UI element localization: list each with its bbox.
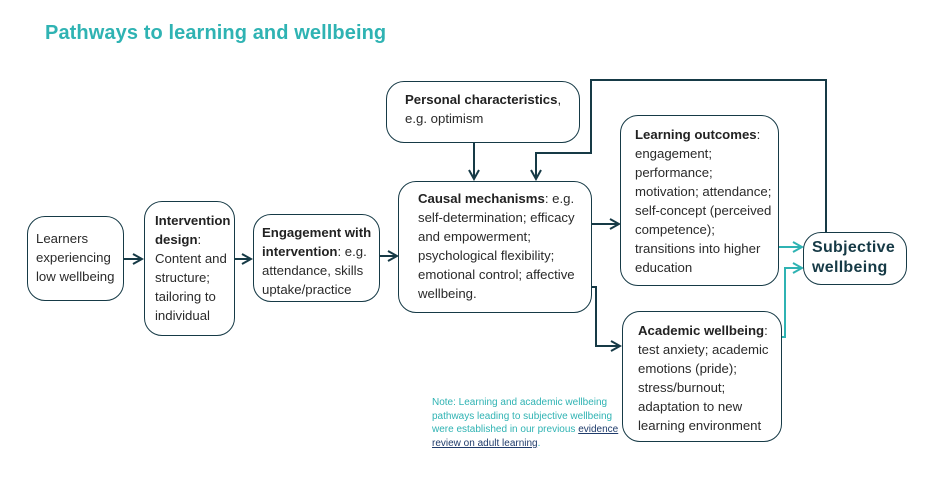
node-personal-title: Personal characteristics	[405, 92, 558, 107]
node-learning-outcomes: Learning outcomes: engagement; performan…	[620, 115, 779, 286]
node-academic-wellbeing: Academic wellbeing: test anxiety; academ…	[622, 311, 782, 442]
evidence-review-link[interactable]: evidence review on adult learning	[432, 424, 619, 449]
node-causal-mechanisms: Causal mechanisms: e.g. self-determinati…	[398, 181, 592, 313]
node-subjective-wellbeing: Subjective wellbeing	[803, 232, 907, 285]
footnote: Note: Learning and academic wellbeing pa…	[432, 396, 622, 450]
node-learners-text: Learners experiencing low wellbeing	[36, 231, 115, 284]
arrow-feedback-loop	[536, 79, 827, 232]
node-intervention-title: Intervention design	[155, 213, 231, 247]
node-engagement-title: Engagement with intervention	[262, 225, 372, 259]
footnote-text: Note: Learning and academic wellbeing pa…	[432, 397, 613, 435]
node-subjective-text: Subjective wellbeing	[812, 239, 896, 276]
node-engagement-text: : e.g. attendance, skills uptake/practic…	[262, 244, 367, 297]
node-learning-text: : engagement; performance; motivation; a…	[635, 127, 772, 275]
node-intervention-design: Intervention design: Content and structu…	[144, 201, 235, 336]
arrow-academic-to-subjective	[782, 268, 802, 338]
node-causal-title: Causal mechanisms	[418, 191, 545, 206]
page-title: Pathways to learning and wellbeing	[45, 22, 387, 44]
node-learning-title: Learning outcomes	[635, 127, 757, 142]
node-engagement: Engagement with intervention: e.g. atten…	[253, 214, 380, 302]
footnote-suffix: .	[537, 437, 541, 449]
node-academic-title: Academic wellbeing	[638, 323, 765, 338]
node-learners: Learners experiencing low wellbeing	[27, 216, 124, 301]
node-causal-text: : e.g. self-determination; efficacy and …	[418, 191, 575, 301]
arrow-causal-to-academic	[592, 286, 620, 346]
node-intervention-text: : Content and structure; tailoring to in…	[155, 232, 227, 323]
node-personal-characteristics: Personal characteristics, e.g. optimism	[386, 81, 580, 143]
node-personal-text: , e.g. optimism	[405, 92, 562, 126]
node-academic-text: : test anxiety; academic emotions (pride…	[638, 323, 769, 433]
